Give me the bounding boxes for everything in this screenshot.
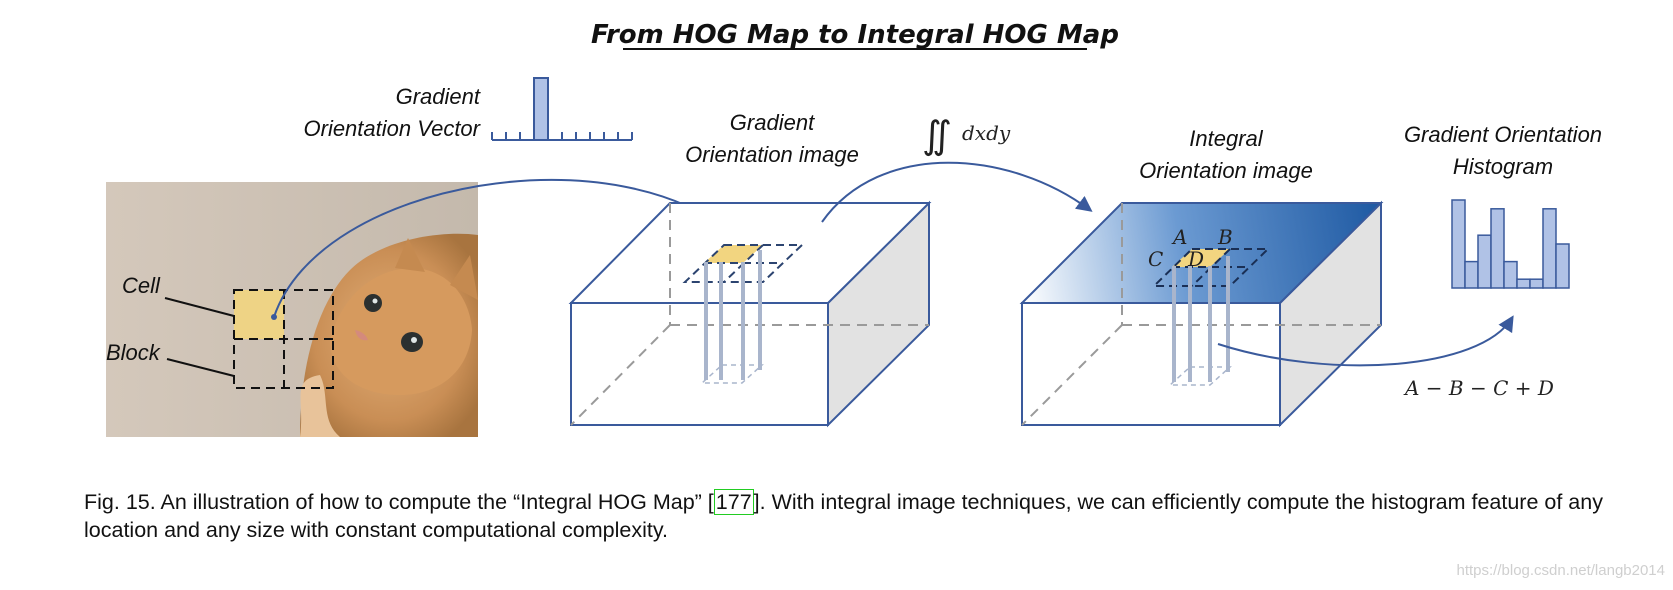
- diagram-title: From HOG Map to Integral HOG Map: [591, 20, 1119, 50]
- histogram-bar: [1451, 199, 1466, 289]
- histogram-bar: [1529, 278, 1544, 289]
- gradient-image-label-line1: Gradient: [730, 110, 815, 135]
- histogram-bar: [1516, 278, 1531, 289]
- arrow-integral: [821, 161, 1093, 223]
- gradient-vector-label-line1: Gradient: [396, 84, 481, 109]
- gradient-orientation-box: [568, 200, 932, 428]
- gradient-image-label-line2: Orientation image: [685, 142, 859, 167]
- block-label: Block: [106, 340, 161, 365]
- integral-orientation-box: [1019, 200, 1384, 428]
- histogram-bar: [1542, 208, 1557, 289]
- histogram-bar: [1503, 260, 1518, 289]
- block-pointer: [166, 358, 235, 377]
- formula-label: A − B − C + D: [1403, 376, 1554, 400]
- integral-cell-highlight: [1172, 249, 1230, 267]
- cell-pointer: [164, 297, 235, 317]
- point-d-label: D: [1187, 247, 1204, 271]
- caption-fig-label: Fig. 15.: [84, 490, 156, 514]
- caption-text-before-ref: An illustration of how to compute the “I…: [160, 490, 714, 514]
- histogram-bar: [1555, 243, 1570, 289]
- integral-image-label-line2: Orientation image: [1139, 158, 1313, 183]
- integral-expression: dxdy: [962, 121, 1011, 145]
- integral-image-label-line1: Integral: [1189, 126, 1263, 151]
- watermark: https://blog.csdn.net/langb2014: [1456, 562, 1666, 579]
- cat-photo: [106, 182, 478, 437]
- caption-reference-link[interactable]: 177: [713, 489, 754, 515]
- caption-text-after-ref: ]. With integral image techniques, we ca…: [84, 490, 1603, 542]
- block-grid: [233, 289, 334, 389]
- histogram-bar: [1490, 208, 1505, 289]
- gradient-vector-label-line2: Orientation Vector: [304, 116, 482, 141]
- histogram-bar: [1464, 260, 1479, 289]
- point-c-label: C: [1148, 247, 1163, 271]
- histogram-label-line1: Gradient Orientation: [1404, 122, 1602, 147]
- point-a-label: A: [1171, 225, 1187, 249]
- cell-label: Cell: [122, 273, 161, 298]
- gradient-vector-glyph: [491, 77, 633, 141]
- hog-cell-highlight: [704, 245, 763, 263]
- arrow-to-histogram: [1217, 315, 1514, 367]
- point-b-label: B: [1217, 225, 1233, 249]
- histogram-bar: [1477, 234, 1492, 289]
- histogram-label-line2: Histogram: [1453, 154, 1553, 179]
- figure-caption: Fig. 15. An illustration of how to compu…: [84, 488, 1644, 544]
- cell-highlight: [234, 290, 284, 339]
- integral-symbol: ∬: [922, 113, 952, 157]
- histogram-bars: [1451, 199, 1570, 289]
- cat-eye-left: [364, 294, 382, 312]
